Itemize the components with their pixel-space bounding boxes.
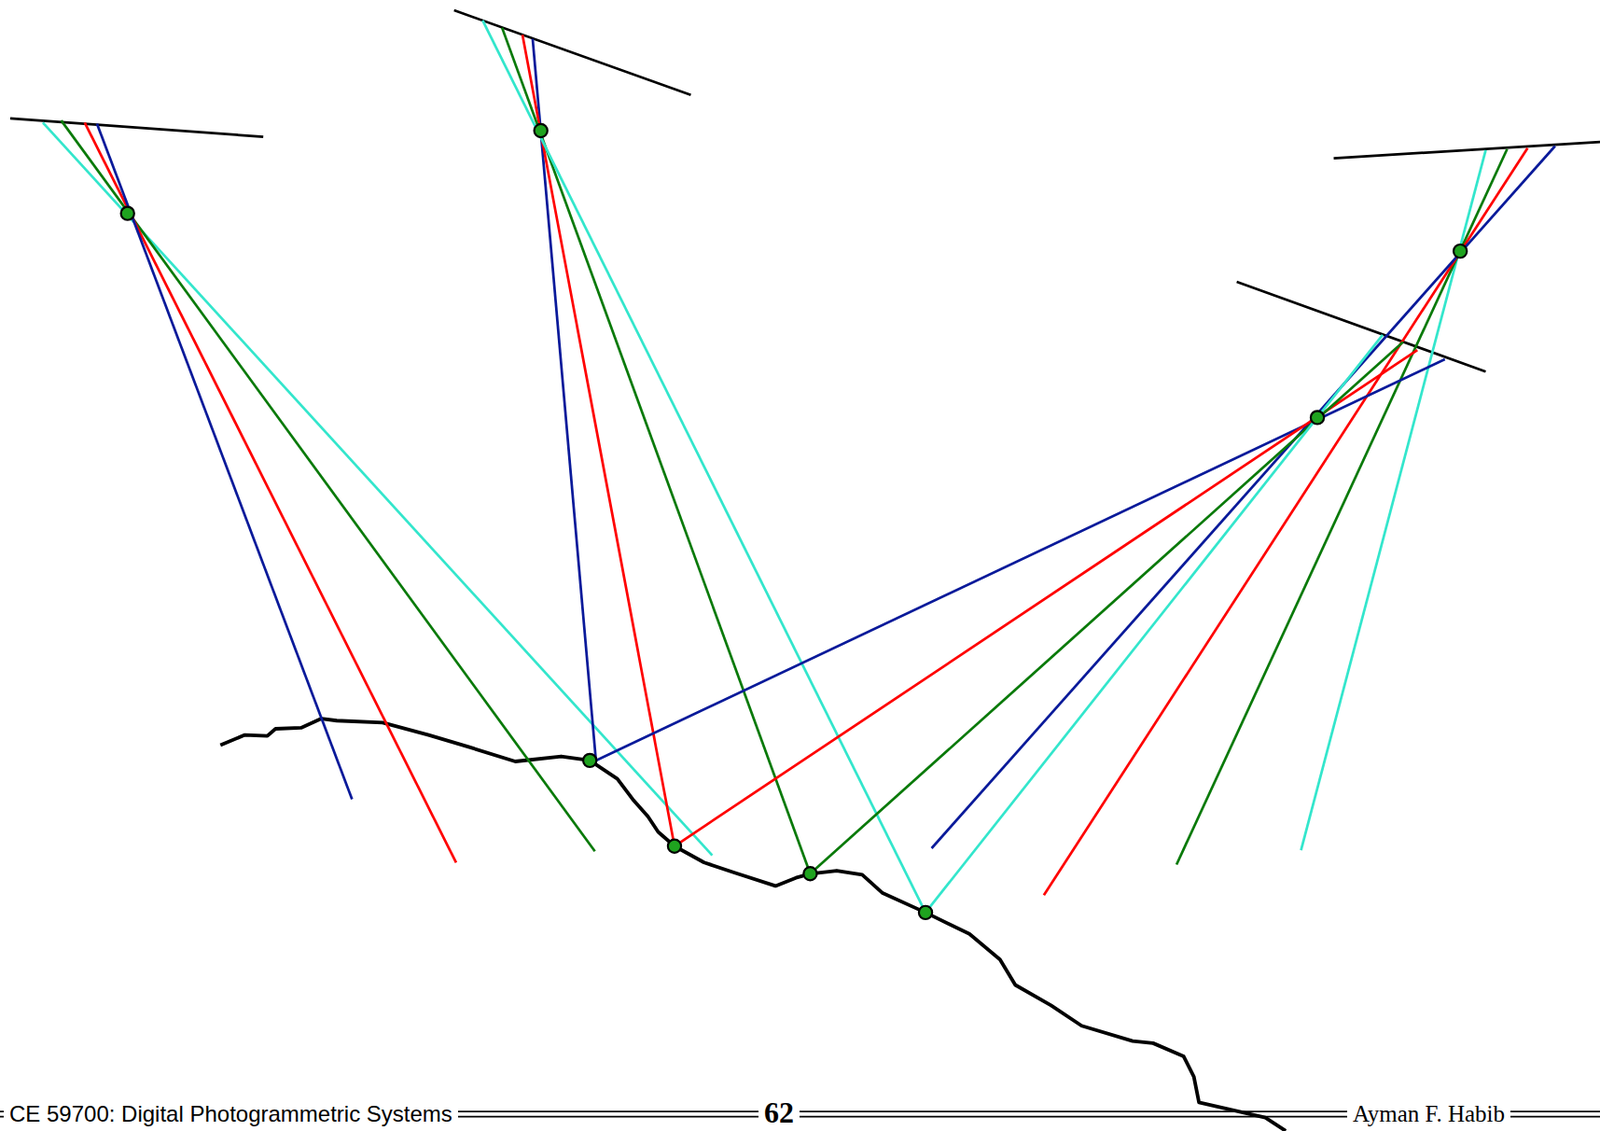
terrain-profile <box>220 718 1286 1131</box>
ray <box>809 341 1403 874</box>
points <box>121 124 1468 919</box>
perspective-center <box>534 124 548 138</box>
ray <box>482 20 926 913</box>
ground-point <box>667 839 682 853</box>
ray <box>84 122 457 863</box>
page-number: 62 <box>758 1096 800 1129</box>
image-plane <box>454 10 692 96</box>
ground-point <box>918 905 933 919</box>
ray <box>932 145 1556 849</box>
perspective-center <box>1453 244 1467 258</box>
image-planes <box>10 10 1600 372</box>
ray <box>97 123 352 799</box>
ray <box>1301 150 1487 850</box>
ray <box>925 334 1383 913</box>
ray <box>674 349 1418 847</box>
ray <box>596 359 1446 761</box>
ray <box>532 39 597 761</box>
course-title: CE 59700: Digital Photogrammetric System… <box>3 1101 459 1127</box>
ground-point <box>583 753 597 767</box>
author-name: Ayman F. Habib <box>1347 1100 1511 1127</box>
perspective-center <box>1310 410 1324 424</box>
image-plane <box>1334 141 1600 159</box>
perspective-center <box>121 207 135 221</box>
ray <box>1176 149 1507 865</box>
ground-point <box>803 866 817 880</box>
light-rays <box>42 20 1556 913</box>
ray <box>61 120 596 851</box>
